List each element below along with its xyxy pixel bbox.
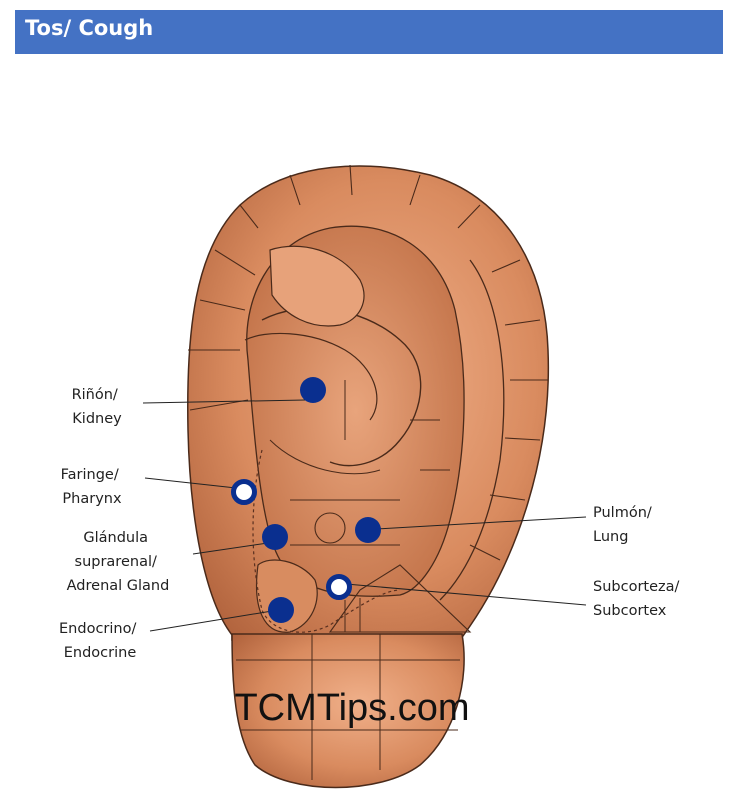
subcortex-label: Subcorteza/ Subcortex [593, 579, 684, 619]
dashed-boundary [252, 449, 401, 633]
endocrine-leader [149, 610, 273, 632]
kidney-label: Riñón/ Kidney [72, 387, 123, 427]
triangular-fossa [269, 245, 365, 327]
kidney-point [300, 377, 326, 403]
endocrine-label: Endocrino/ Endocrine [59, 621, 141, 661]
adrenal-point [262, 524, 288, 550]
subcortex-point [326, 574, 352, 600]
lung-label: Pulmón/ Lung [593, 505, 656, 545]
pharynx-point [231, 479, 257, 505]
helix-segments [188, 164, 548, 601]
adrenal-leader [192, 542, 269, 555]
notch-triangle [328, 564, 472, 633]
pharynx-label: Faringe/ Pharynx [61, 467, 124, 507]
endocrine-point [268, 597, 294, 623]
lung-leader [375, 516, 587, 530]
page-title: Tos/ Cough [25, 16, 154, 40]
title-bar: Tos/ Cough [15, 10, 723, 54]
ear-lobe [231, 633, 465, 789]
watermark-text: TCMTips.com [234, 687, 469, 729]
subcortex-leader [345, 583, 587, 606]
adrenal-label: Glándula suprarenal/ Adrenal Gland [67, 530, 170, 594]
pharynx-leader [144, 477, 237, 489]
antihelix-inner [244, 332, 378, 421]
concha-grid [269, 380, 450, 546]
lung-point [355, 517, 381, 543]
kidney-leader [142, 399, 306, 404]
concha-ring [314, 512, 346, 544]
lobe-grid [236, 634, 460, 780]
